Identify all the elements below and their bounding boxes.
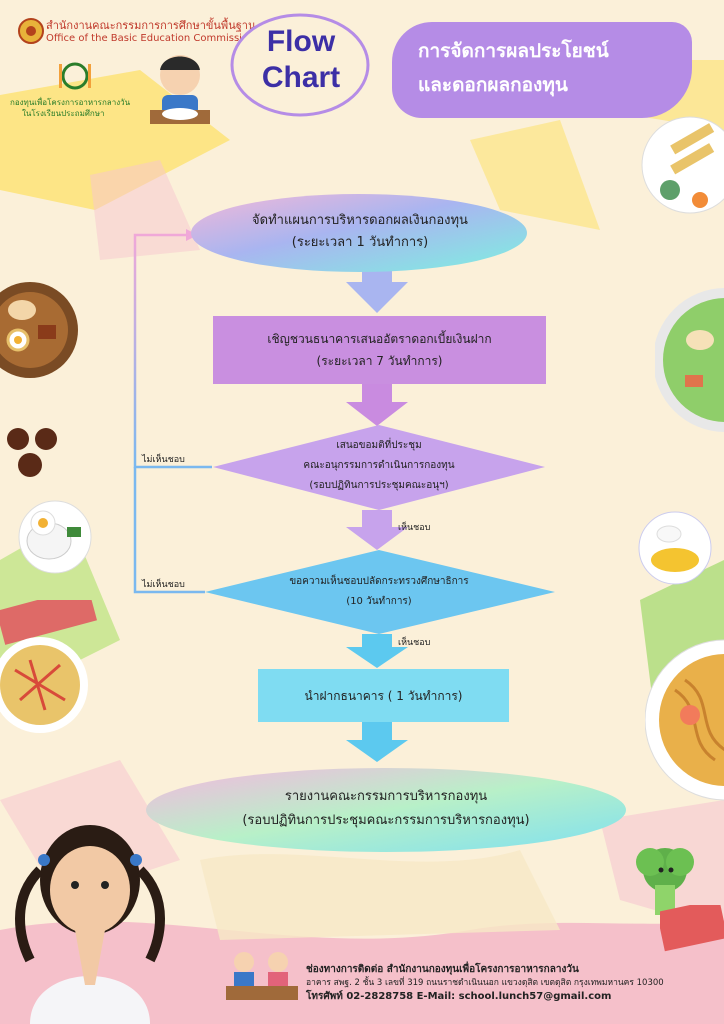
step3-text: นำฝากธนาคาร ( 1 วันทำการ) [304,689,463,703]
lunch-fund-logo [59,62,91,90]
flowchart-heading-bubble [230,13,370,117]
broccoli-character-illustration [636,848,694,915]
title-banner [392,22,692,118]
poster-title-line1: การจัดการผลประโยชน์ [418,40,609,62]
contact-line2: อาคาร สพฐ. 2 ชั้น 3 เลขที่ 319 ถนนราชดำเ… [306,978,664,988]
step1-line1: จัดทำแผนการบริหารดอกผลเงินกองทุน [252,213,468,228]
kids-lunch-illustration [226,952,298,1000]
fund-name-line2: ในโรงเรียนประถมศึกษา [22,109,105,118]
decision1-diamond [213,425,545,510]
decision2-diamond [205,550,555,634]
disagree-label-2: ไม่เห็นชอบ [142,580,185,590]
step4-ellipse [146,768,626,852]
obec-logo [18,18,44,44]
decision2-text: ขอความเห็นชอบปลัดกระทรวงศึกษาธิการ (10 ว… [249,572,509,612]
mango-rice-illustration [638,511,712,585]
decision1-text: เสนอขอมติที่ประชุม คณะอนุกรรมการดำเนินกา… [249,436,509,496]
step3-box [258,669,509,722]
arrow-4 [346,634,408,668]
decision1-line1: เสนอขอมติที่ประชุม [336,440,422,451]
arrow-1 [346,254,408,313]
flowchart-word-flow: Flow [266,25,336,58]
contact-line1: ช่องทางการติดต่อ สำนักงานกองทุนเพื่อโครง… [306,964,579,975]
arrow-5 [346,722,408,762]
food-bowl-illustration [0,282,78,378]
step1-ellipse [191,194,527,272]
flowchart-word-chart: Chart [261,61,341,94]
disagree-label-1: ไม่เห็นชอบ [142,455,185,465]
soup-bowl-illustration [655,288,724,432]
step2-line2: (ระยะเวลา 7 วันทำการ) [316,354,443,368]
decision1-line2: คณะอนุกรรมการดำเนินการกองทุน [303,460,455,471]
arrow-3 [346,510,408,550]
feedback-line-1 [133,233,212,469]
skewers-plate-illustration [641,116,724,214]
fund-name-line1: กองทุนเพื่อโครงการอาหารกลางวัน [10,98,131,107]
girl-greeting-illustration [15,825,165,1024]
flowchart-heading: Flow Chart [236,24,366,96]
arrow-2 [346,384,408,426]
decision2-line1: ขอความเห็นชอบปลัดกระทรวงศึกษาธิการ [289,576,469,587]
step1-line2: (ระยะเวลา 1 วันทำการ) [291,235,429,250]
boy-eating-illustration [150,55,210,124]
poster-title: การจัดการผลประโยชน์ และดอกผลกองทุน [418,34,688,102]
step4-line2: (รอบปฏิทินการประชุมคณะกรรมการบริหารกองทุ… [242,813,530,828]
agree-label-1: เห็นชอบ [398,523,431,533]
feedback-line-2 [133,467,205,594]
rice-egg-plate-illustration [18,500,92,574]
org-thai-name: สำนักงานคณะกรรมการการศึกษาขั้นพื้นฐาน [46,19,256,32]
papaya-salad-illustration [0,600,98,733]
meatballs-illustration [7,428,57,477]
agree-label-2: เห็นชอบ [398,638,431,648]
decision2-line2: (10 วันทำการ) [346,596,412,607]
step2-text: เชิญชวนธนาคารเสนออัตราดอกเบี้ยเงินฝาก (ร… [213,328,546,372]
noodle-plate-illustration [645,639,724,801]
poster-title-line2: และดอกผลกองทุน [418,74,568,96]
step2-line1: เชิญชวนธนาคารเสนออัตราดอกเบี้ยเงินฝาก [267,332,492,346]
step1-text: จัดทำแผนการบริหารดอกผลเงินกองทุน (ระยะเว… [210,210,510,254]
step2-box [213,316,546,384]
decision1-line3: (รอบปฏิทินการประชุมคณะอนุฯ) [309,480,449,491]
step4-text: รายงานคณะกรรมการบริหารกองทุน (รอบปฏิทินก… [180,785,592,833]
contact-info: ช่องทางการติดต่อ สำนักงานกองทุนเพื่อโครง… [306,963,716,1004]
org-english-name: Office of the Basic Education Commission [46,33,255,44]
step4-line1: รายงานคณะกรรมการบริหารกองทุน [284,789,488,804]
checkered-cloth-illustration [660,905,724,952]
contact-line3: โทรศัพท์ 02-2828758 E-Mail: school.lunch… [306,991,612,1002]
